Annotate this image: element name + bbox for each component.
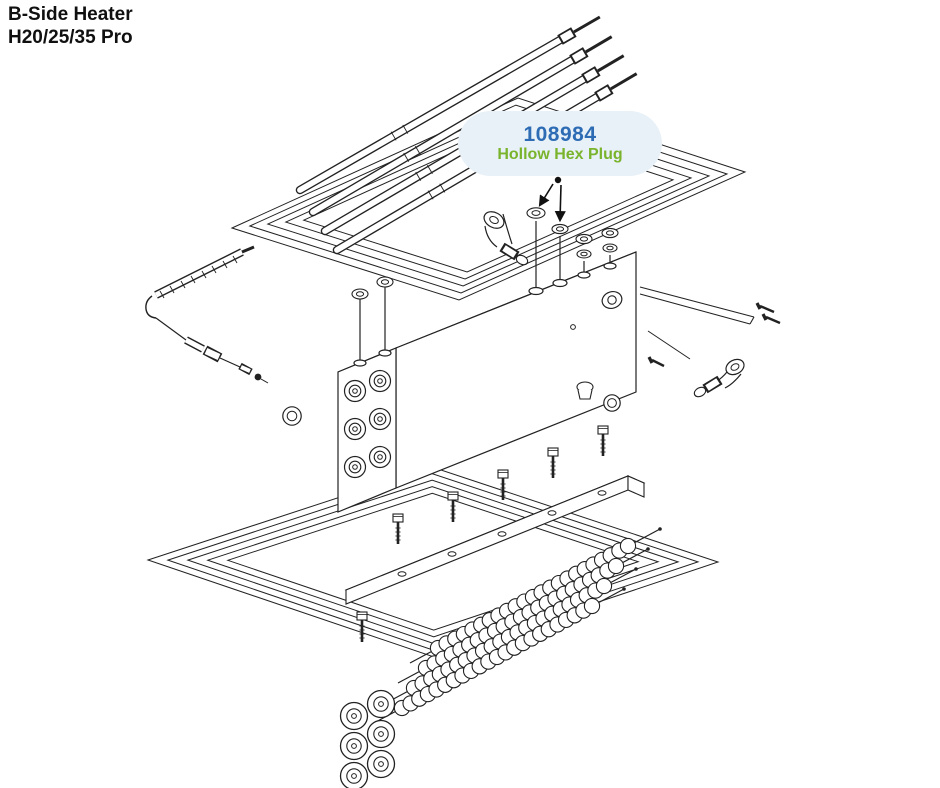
callout-leader-dot [554, 176, 562, 184]
page-title: B-Side Heater H20/25/35 Pro [8, 4, 133, 50]
coil-element [385, 567, 638, 704]
heater-tube [320, 54, 625, 236]
port-hole [343, 455, 367, 479]
hex-plug-washer [602, 243, 618, 253]
hex-plug-washer [351, 288, 369, 300]
heater-tubes [295, 15, 638, 255]
hex-plug-washer [601, 227, 619, 239]
title-line-1: B-Side Heater [8, 4, 133, 25]
hex-plug-washer [551, 223, 569, 235]
outlet-port [601, 291, 623, 309]
port-hole [343, 379, 367, 403]
power-cable [145, 245, 269, 384]
elbow-fitting-right [693, 358, 745, 398]
hex-plug-small [576, 381, 594, 400]
port-hole [343, 417, 367, 441]
socket-screw [447, 491, 459, 522]
hex-plug-washer [576, 249, 592, 259]
mounting-bar [344, 475, 646, 605]
mounting-studs [353, 221, 617, 367]
coil-element [373, 587, 626, 724]
socket-screw [356, 611, 368, 642]
heater-tube [308, 35, 613, 217]
vent-hole [570, 324, 576, 330]
port-hole [368, 369, 392, 393]
part-callout[interactable]: 108984 Hollow Hex Plug [458, 111, 662, 176]
port-hole [368, 407, 392, 431]
heater-tube [295, 15, 601, 195]
element-flange [366, 749, 396, 779]
socket-screw [547, 447, 559, 478]
hex-plug-washer [575, 233, 593, 245]
braid-hatching [159, 255, 238, 299]
round-nut [282, 406, 302, 426]
element-flange [366, 689, 396, 719]
port-holes [343, 369, 392, 479]
element-flanges [339, 689, 396, 788]
callout-arrows [538, 176, 566, 223]
title-line-2: H20/25/35 Pro [8, 26, 133, 48]
element-flange [366, 719, 396, 749]
socket-screw [392, 513, 404, 544]
hex-plug-washer [526, 207, 546, 219]
hex-plug-washer [376, 276, 394, 288]
port-hole [368, 445, 392, 469]
part-number: 108984 [523, 122, 597, 146]
element-flange [339, 701, 369, 731]
round-cap [603, 394, 621, 412]
socket-screw [497, 469, 509, 500]
part-name: Hollow Hex Plug [497, 146, 623, 164]
fittings [282, 211, 781, 426]
coil-heating-elements [373, 527, 662, 724]
elbow-fitting-top [483, 211, 529, 266]
socket-screws [356, 425, 609, 642]
element-flange [339, 731, 369, 761]
element-flange [339, 761, 369, 788]
outlet-pipe [639, 286, 781, 368]
socket-screw [597, 425, 609, 456]
manifold-block [337, 207, 637, 513]
hex-plug-stacks [351, 207, 619, 300]
